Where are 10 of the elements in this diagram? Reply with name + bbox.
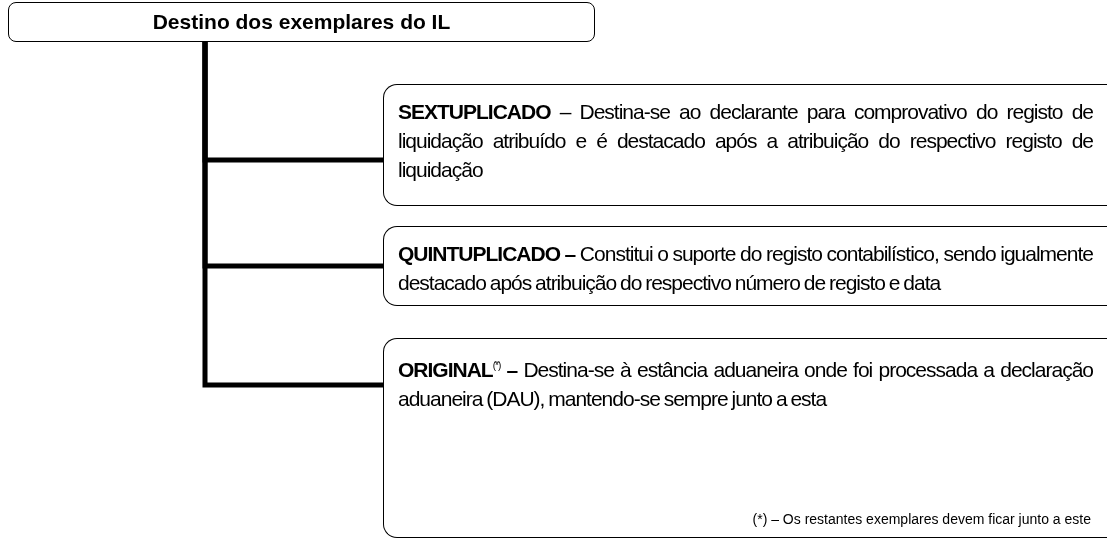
footnote-text: (*) – Os restantes exemplares devem ficar junto a este [752, 511, 1091, 527]
description-text: QUINTUPLICADO – Constitui o suporte do registo contabilístico, sendo igualmente destacado após atribuição do respectivo número de registo e data [398, 241, 1093, 296]
description-text: ORIGINAL$^{(*)}$ – Destina-se à estância aduaneira onde foi processada a declaração aduaneira (DAU), mantendo-se sempre junto a esta [398, 357, 1093, 412]
description-box [383, 84, 1107, 206]
description-text: SEXTUPLICADO – Destina-se ao declarante para comprovativo do registo de liquidação atribuído e é destacado após a atribuição do respectivo registo de liquidação [398, 99, 1093, 183]
connector-line [202, 42, 383, 388]
description-box [383, 226, 1107, 306]
title-box [8, 2, 595, 42]
description-box [383, 338, 1107, 538]
title-text: Destino dos exemplares do IL [152, 10, 451, 34]
